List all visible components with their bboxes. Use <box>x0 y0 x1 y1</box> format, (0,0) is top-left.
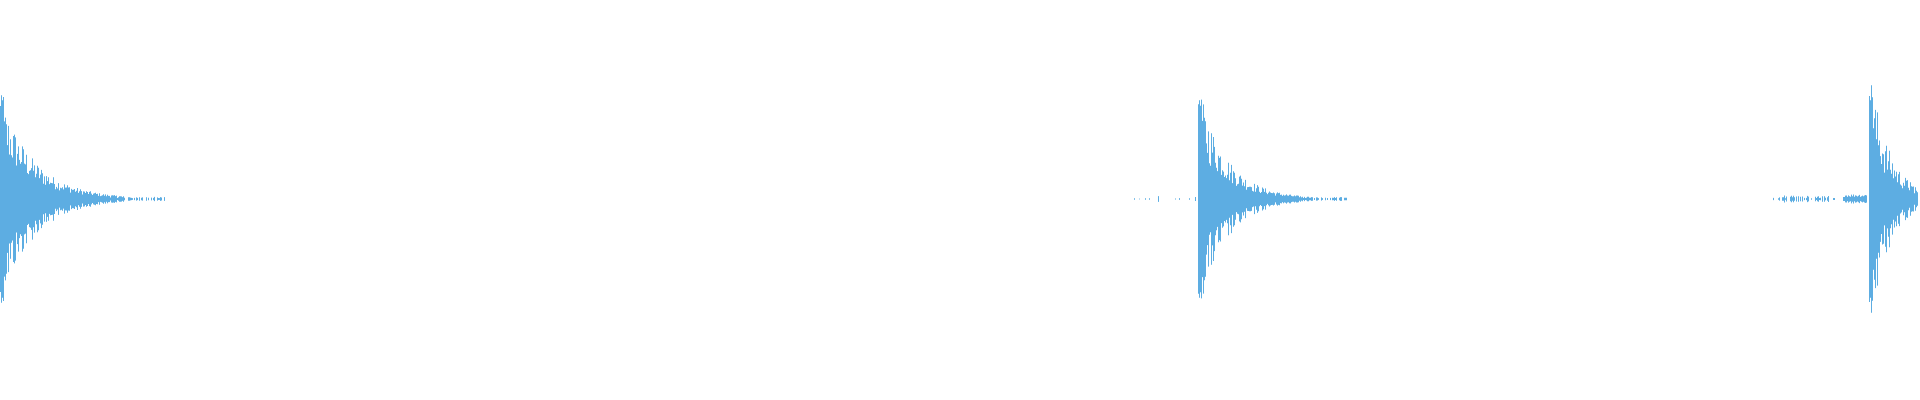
waveform-trace <box>0 85 1918 313</box>
